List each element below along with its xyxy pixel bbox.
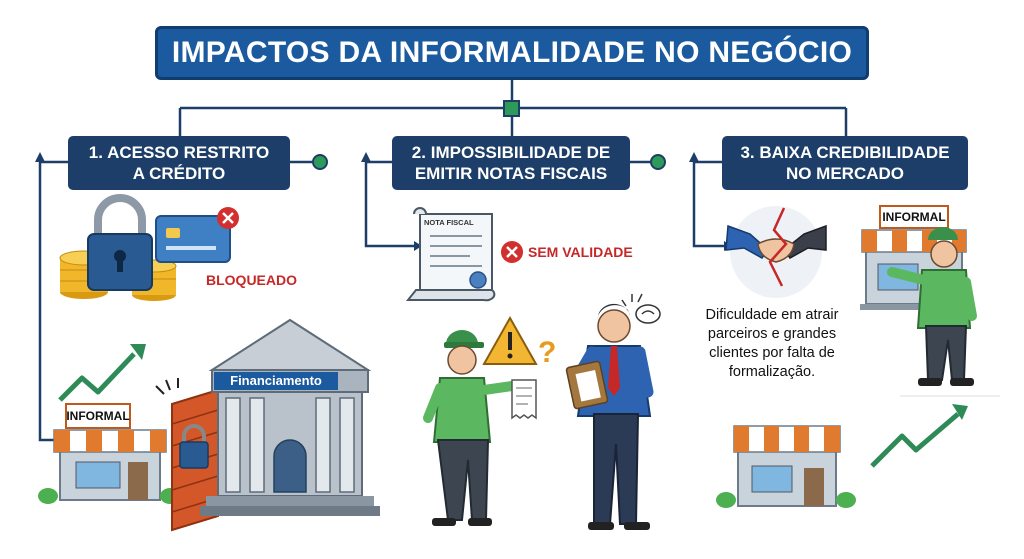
worker-pointing-figure: [887, 227, 977, 386]
section-heading-line2: EMITIR NOTAS FISCAIS: [414, 164, 608, 183]
section-header-credibilidade: 3. BAIXA CREDIBILIDADE NO MERCADO: [722, 136, 968, 190]
receipt-icon: [511, 379, 537, 420]
description-line: formalização.: [728, 364, 816, 380]
junction-node: [503, 100, 520, 117]
section-number: 3.: [740, 143, 755, 162]
section-heading-line1: ACESSO RESTRITO: [107, 143, 270, 162]
trend-up-arrow-right: [870, 412, 960, 468]
padlock-icon: [87, 194, 153, 291]
businessman-figure: [565, 303, 654, 530]
shop-bottom-right: [716, 425, 856, 508]
informal-sign-left: INFORMAL: [66, 409, 130, 423]
page-title-text: IMPACTOS DA INFORMALIDADE NO NEGÓCIO: [171, 36, 853, 69]
informal-shop-left: [38, 403, 180, 504]
trend-up-arrow-left: [58, 352, 136, 402]
node-dot-2: [650, 154, 666, 170]
description-line: parceiros e grandes: [707, 326, 837, 342]
bloqueado-label: BLOQUEADO: [206, 272, 297, 288]
sem-validade-label: SEM VALIDADE: [528, 244, 633, 260]
warning-icon: [482, 315, 538, 365]
informal-sign-right: INFORMAL: [882, 210, 946, 224]
financiamento-label: Financiamento: [230, 373, 322, 388]
nota-fiscal-label: NOTA FISCAL: [424, 218, 474, 227]
section-heading-line2: NO MERCADO: [785, 164, 905, 183]
credit-card-icon: [155, 207, 239, 263]
section-header-notas-fiscais: 2. IMPOSSIBILIDADE DE EMITIR NOTAS FISCA…: [392, 136, 630, 190]
worker-green-figure: [423, 330, 517, 526]
thought-bubble-icon: [621, 293, 661, 324]
credibility-description: Dificuldade em atrair parceiros e grande…: [682, 306, 862, 382]
section-heading-line2: A CRÉDITO: [132, 164, 226, 183]
invalid-x-icon: [501, 241, 523, 263]
bank-building-icon: [200, 318, 380, 516]
description-line: clientes por falta de: [709, 345, 835, 361]
section-number: 2.: [411, 143, 426, 162]
description-line: Dificuldade em atrair: [705, 307, 839, 323]
nota-fiscal-document-icon: [405, 207, 496, 302]
question-mark-icon: ?: [538, 336, 556, 369]
section-header-acesso-credito: 1. ACESSO RESTRITO A CRÉDITO: [68, 136, 290, 190]
section-number: 1.: [88, 143, 103, 162]
node-dot-1: [312, 154, 328, 170]
broken-handshake-icon: [725, 206, 827, 298]
section-heading-line1: BAIXA CREDIBILIDADE: [759, 143, 950, 162]
brick-wall-icon: [155, 378, 219, 532]
page-title: IMPACTOS DA INFORMALIDADE NO NEGÓCIO: [155, 26, 869, 80]
section-heading-line1: IMPOSSIBILIDADE DE: [430, 143, 611, 162]
